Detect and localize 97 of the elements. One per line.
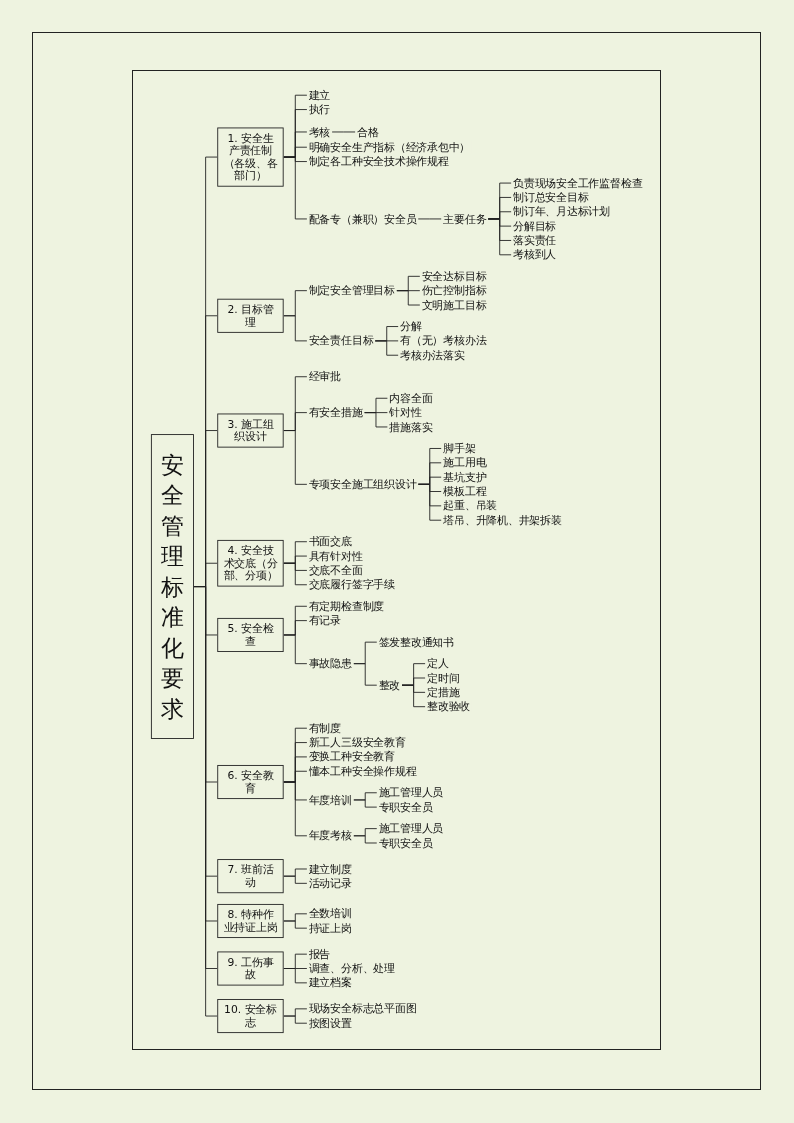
item-label: 制定安全管理目标 [306,284,397,297]
item-label: 模板工程 [441,485,489,498]
connector-line [283,634,308,665]
item-label: 懂本工种安全操作规程 [306,765,419,778]
item-label: 持证上岗 [306,921,354,935]
item-label: 有记录 [306,614,343,627]
item-label: 制订年、月达标计划 [511,205,612,219]
connector-line [353,835,378,844]
category-box: 7. 班前活动 [217,859,284,894]
item-label: 有（无）考核办法 [398,334,489,348]
connector-line [417,483,442,521]
item-label: 报告 [306,947,333,961]
item-label: 施工管理人员 [376,786,445,800]
connector-line [331,131,356,133]
item-label: 基坑支护 [441,470,489,484]
item-label: 经审批 [306,370,343,383]
connector-line [283,315,308,342]
item-label: 内容全面 [387,392,435,405]
item-label: 文明施工目标 [419,298,489,312]
connector-line [283,968,308,984]
item-label: 变换工种安全教育 [306,750,397,764]
connector-line [353,663,378,686]
item-label: 安全达标目标 [419,270,489,283]
item-label: 配备专（兼职）安全员 [306,212,419,226]
category-box: 3. 施工组织设计 [217,413,284,448]
item-label: 有定期检查制度 [306,600,386,613]
item-label: 有制度 [306,721,343,735]
item-label: 按图设置 [306,1016,354,1030]
item-label: 新工人三级安全教育 [306,736,408,749]
category-box: 10. 安全标志 [217,999,284,1034]
item-label: 建立 [306,88,333,102]
connector-line [283,1015,308,1024]
connector-line [396,290,421,306]
category-box: 5. 安全检查 [217,617,284,652]
item-label: 考核 [306,125,333,139]
item-label: 交底履行签字手续 [306,578,397,592]
item-label: 针对性 [387,406,424,419]
item-label: 塔吊、升降机、井架拆装 [441,513,564,527]
connector-line [417,218,442,220]
item-label: 制定各工种安全技术操作规程 [306,155,451,168]
title-box: 安全管理标准化要求 [150,434,194,739]
category-box: 2. 目标管理 [217,298,284,333]
item-label: 合格 [355,125,381,139]
item-label: 全数培训 [306,907,354,921]
item-label: 现场安全标志总平面图 [306,1002,419,1016]
item-label: 脚手架 [441,442,478,455]
item-label: 制订总安全目标 [511,191,591,204]
category-box: 8. 特种作业持证上岗 [217,903,284,939]
item-label: 定时间 [425,671,462,685]
item-label: 考核到人 [511,248,558,262]
item-label: 负责现场安全工作监督检查 [511,176,645,190]
item-label: 交底不全面 [306,564,365,577]
category-box: 1. 安全生产责任制（各级、各部门） [217,127,284,187]
item-label: 落实责任 [511,234,558,247]
connector-line [487,218,512,256]
item-label: 活动记录 [306,877,354,890]
connector-line [363,412,389,428]
item-label: 整改验收 [425,700,472,713]
item-label: 事故隐患 [306,657,354,670]
connector-line [283,430,308,485]
category-box: 4. 安全技术交底（分部、分项） [217,539,284,587]
item-label: 调查、分析、处理 [306,962,397,975]
item-label: 施工管理人员 [376,822,445,835]
item-label: 有安全措施 [306,406,365,419]
item-label: 建立档案 [306,976,354,990]
item-label: 主要任务 [441,212,489,226]
item-label: 书面交底 [306,535,354,548]
connector-line [283,562,308,586]
item-label: 整改 [376,678,402,692]
connector-line [353,799,378,808]
category-box: 6. 安全教育 [217,765,284,800]
item-label: 年度考核 [306,829,354,843]
connector-line [283,156,308,220]
item-label: 定措施 [425,686,462,699]
item-label: 具有针对性 [306,549,365,563]
item-label: 分解 [398,320,424,333]
item-label: 起重、吊装 [441,499,499,513]
connector-line [401,684,426,708]
item-label: 定人 [425,657,451,670]
item-label: 分解目标 [511,219,558,233]
item-label: 施工用电 [441,456,489,470]
category-box: 9. 工伤事故 [217,951,284,986]
item-label: 安全责任目标 [306,334,376,348]
connector-line [283,781,308,837]
item-label: 专职安全员 [376,836,435,850]
connector-line [374,340,399,356]
connector-line [283,920,308,929]
item-label: 建立制度 [306,862,354,876]
item-label: 专项安全施工组织设计 [306,478,419,491]
item-label: 签发整改通知书 [376,635,456,649]
item-label: 专职安全员 [376,800,435,814]
item-label: 考核办法落实 [398,348,467,362]
item-label: 执行 [306,103,333,116]
item-label: 年度培训 [306,793,354,807]
connector-line [283,875,308,884]
item-label: 措施落实 [387,420,435,434]
item-label: 伤亡控制指标 [419,284,489,297]
